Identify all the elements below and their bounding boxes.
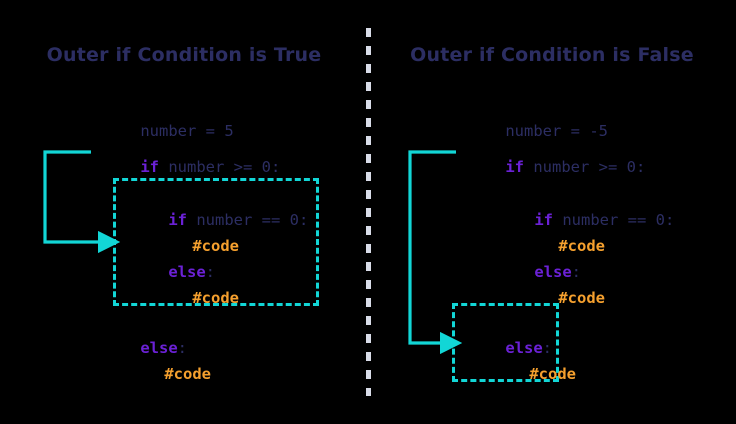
code-token-if-condition: number >= 0: (524, 157, 646, 176)
code-token-if-condition: number >= 0: (159, 157, 281, 176)
code-line-outer-else-right: else: (468, 325, 552, 372)
code-token-colon: : (542, 338, 552, 357)
code-token-if-keyword: if (505, 157, 524, 176)
code-line-inner-if-body-left: #code (155, 223, 239, 270)
flow-arrow-false-branch (408, 150, 463, 355)
code-line-outer-if-left: if number >= 0: (103, 144, 280, 191)
code-token-inner-if-condition: number == 0: (553, 210, 675, 229)
code-token-colon: : (177, 338, 187, 357)
code-token-else-keyword: else (534, 262, 572, 281)
code-token-assignment: number = 5 (140, 121, 234, 140)
code-line-inner-if-left: if number == 0: (131, 197, 308, 244)
code-line-inner-else-left: else: (131, 249, 215, 296)
code-line-inner-else-body-right: #code (521, 275, 605, 322)
code-token-else-keyword: else (140, 338, 178, 357)
code-token-colon: : (205, 262, 215, 281)
code-token-else-keyword: else (505, 338, 543, 357)
code-token-inner-if-keyword: if (168, 210, 187, 229)
code-token-colon: : (571, 262, 581, 281)
code-line-assignment-right: number = -5 (468, 108, 608, 155)
code-token-else-keyword: else (168, 262, 206, 281)
code-token-comment: #code (192, 236, 239, 255)
code-token-comment: #code (529, 364, 576, 383)
code-line-inner-else-right: else: (497, 249, 581, 296)
panel-divider (366, 28, 371, 396)
code-token-if-keyword: if (140, 157, 159, 176)
code-token-comment: #code (558, 288, 605, 307)
code-line-inner-else-body-left: #code (155, 275, 239, 322)
code-token-comment: #code (192, 288, 239, 307)
code-line-outer-else-body-left: #code (127, 351, 211, 398)
code-token-assignment: number = -5 (505, 121, 608, 140)
code-line-outer-if-right: if number >= 0: (468, 144, 645, 191)
code-token-inner-if-keyword: if (534, 210, 553, 229)
code-token-inner-if-condition: number == 0: (187, 210, 309, 229)
panel-title-false: Outer if Condition is False (410, 44, 694, 66)
code-line-inner-if-body-right: #code (521, 223, 605, 270)
flow-arrow-true-branch (43, 150, 121, 254)
panel-title-true: Outer if Condition is True (46, 44, 322, 66)
code-token-comment: #code (558, 236, 605, 255)
code-line-assignment-left: number = 5 (103, 108, 234, 155)
code-line-outer-else-body-right: #code (492, 351, 576, 398)
code-line-inner-if-right: if number == 0: (497, 197, 674, 244)
code-token-comment: #code (164, 364, 211, 383)
code-line-outer-else-left: else: (103, 325, 187, 372)
